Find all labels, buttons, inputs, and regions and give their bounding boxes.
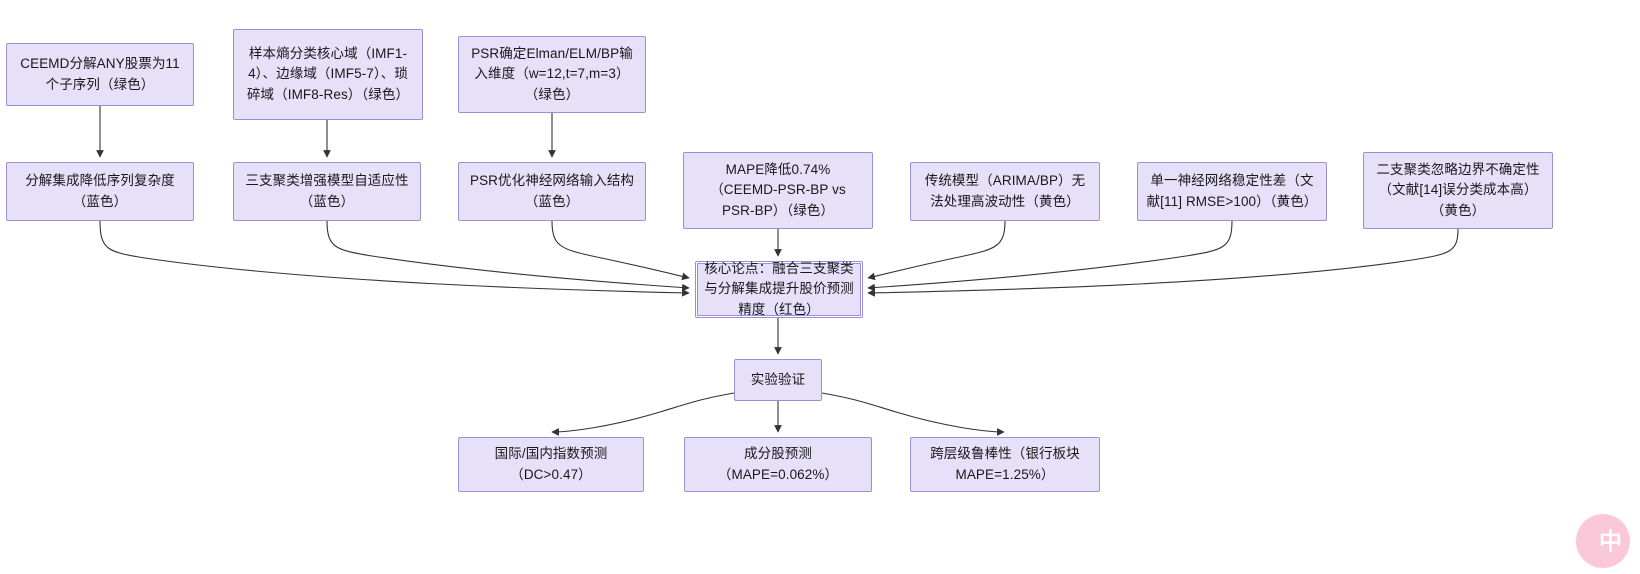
node-label: 跨层级鲁棒性（银行板块MAPE=1.25%） [930, 445, 1080, 482]
node-label: 单一神经网络稳定性差（文献[11] RMSE>100）（黄色） [1146, 172, 1318, 209]
node-experimental-validation[interactable]: 实验验证 [734, 359, 822, 401]
node-core-argument[interactable]: 核心论点：融合三支聚类与分解集成提升股价预测精度（红色） [695, 261, 863, 318]
node-label: CEEMD分解ANY股票为11个子序列（绿色） [20, 55, 180, 92]
node-reduce-sequence-complexity[interactable]: 分解集成降低序列复杂度（蓝色） [6, 162, 194, 221]
edge-complexity-to-core [99, 220, 690, 297]
node-label: 二支聚类忽略边界不确定性（文献[14]误分类成本高）（黄色） [1376, 161, 1540, 218]
node-constituent-stock-forecast[interactable]: 成分股预测（MAPE=0.062%） [684, 437, 872, 492]
node-label: 传统模型（ARIMA/BP）无法处理高波动性（黄色） [924, 172, 1086, 209]
node-label: PSR确定Elman/ELM/BP输入维度（w=12,t=7,m=3）（绿色） [471, 45, 633, 102]
edge-optimize-to-core [551, 220, 690, 281]
node-sample-entropy[interactable]: 样本熵分类核心域（IMF1-4）、边缘域（IMF5-7）、琐碎域（IMF8-Re… [233, 29, 423, 120]
node-label: 核心论点：融合三支聚类与分解集成提升股价预测精度（红色） [704, 260, 854, 317]
node-three-way-clustering-adaptivity[interactable]: 三支聚类增强模型自适应性（蓝色） [233, 162, 421, 221]
edge-experiment-to-robust [821, 392, 1005, 436]
watermark-text: 中 [1599, 527, 1622, 554]
node-label: PSR优化神经网络输入结构（蓝色） [469, 172, 635, 209]
node-traditional-model-limitation[interactable]: 传统模型（ARIMA/BP）无法处理高波动性（黄色） [910, 162, 1100, 221]
node-ceemd-decompose[interactable]: CEEMD分解ANY股票为11个子序列（绿色） [6, 43, 194, 106]
node-label: 实验验证 [750, 371, 806, 387]
node-index-forecast[interactable]: 国际/国内指数预测（DC>0.47） [458, 437, 644, 492]
node-label: 样本熵分类核心域（IMF1-4）、边缘域（IMF5-7）、琐碎域（IMF8-Re… [246, 45, 410, 102]
node-label: 三支聚类增强模型自适应性（蓝色） [245, 172, 409, 209]
node-single-network-instability[interactable]: 单一神经网络稳定性差（文献[11] RMSE>100）（黄色） [1137, 162, 1327, 221]
node-label: 成分股预测（MAPE=0.062%） [717, 445, 839, 482]
node-mape-reduction[interactable]: MAPE降低0.74%（CEEMD-PSR-BP vs PSR-BP）（绿色） [683, 152, 873, 229]
edge-two-way-to-core [867, 228, 1459, 297]
node-two-way-clustering-boundary[interactable]: 二支聚类忽略边界不确定性（文献[14]误分类成本高）（黄色） [1363, 152, 1553, 229]
edge-traditional-to-core [867, 220, 1006, 281]
node-label: MAPE降低0.74%（CEEMD-PSR-BP vs PSR-BP）（绿色） [710, 161, 846, 218]
edge-single-network-to-core [867, 220, 1233, 292]
node-cross-layer-robustness[interactable]: 跨层级鲁棒性（银行板块MAPE=1.25%） [910, 437, 1100, 492]
edge-adaptivity-to-core [326, 220, 690, 292]
node-label: 国际/国内指数预测（DC>0.47） [494, 445, 608, 482]
watermark-logo: 中 [1576, 514, 1630, 568]
node-label: 分解集成降低序列复杂度（蓝色） [25, 172, 175, 209]
edge-experiment-to-index [551, 392, 735, 436]
node-psr-input-dimension[interactable]: PSR确定Elman/ELM/BP输入维度（w=12,t=7,m=3）（绿色） [458, 36, 646, 113]
node-psr-optimize-network-input[interactable]: PSR优化神经网络输入结构（蓝色） [458, 162, 646, 221]
